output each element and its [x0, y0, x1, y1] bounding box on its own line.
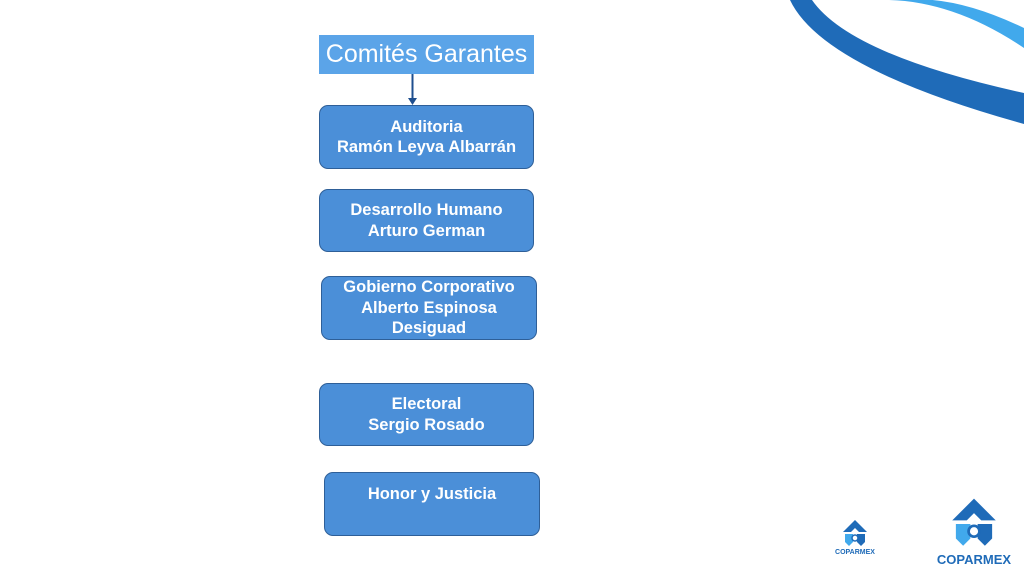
coparmex-emblem-icon [843, 520, 867, 546]
node-electoral-line-2: Sergio Rosado [368, 415, 485, 434]
coparmex-wordmark-large: COPARMEX [936, 552, 1012, 567]
coparmex-logo-small: COPARMEX [826, 520, 884, 557]
coparmex-emblem-icon [952, 498, 996, 546]
node-auditoria: Auditoria Ramón Leyva Albarrán [319, 105, 534, 169]
diagram-title: Comités Garantes [319, 35, 534, 74]
node-auditoria-line-1: Auditoria [390, 117, 463, 136]
node-gobierno-corporativo: Gobierno Corporativo Alberto Espinosa De… [321, 276, 537, 340]
node-auditoria-line-2: Ramón Leyva Albarrán [336, 138, 517, 156]
node-desarrollo-humano-line-1: Desarrollo Humano [350, 201, 503, 219]
node-honor-justicia: Honor y Justicia [324, 472, 540, 536]
coparmex-wordmark-small: COPARMEX [835, 549, 875, 556]
swoosh-dark [790, 0, 1024, 124]
node-gobierno-corporativo-line-1: Gobierno Corporativo [343, 278, 515, 297]
node-honor-justicia-line-1: Honor y Justicia [367, 485, 497, 503]
node-electoral: Electoral Sergio Rosado [319, 383, 534, 446]
node-desarrollo-humano: Desarrollo Humano Arturo German [319, 189, 534, 252]
swoosh-light [878, 0, 1024, 48]
coparmex-logo-large: COPARMEX [926, 496, 1022, 568]
node-electoral-line-1: Electoral [391, 395, 462, 413]
node-gobierno-corporativo-line-2: Alberto Espinosa [361, 298, 497, 317]
node-gobierno-corporativo-line-3: Desiguad [391, 319, 467, 338]
connector-arrowhead [408, 98, 417, 105]
node-desarrollo-humano-line-2: Arturo German [367, 221, 486, 240]
